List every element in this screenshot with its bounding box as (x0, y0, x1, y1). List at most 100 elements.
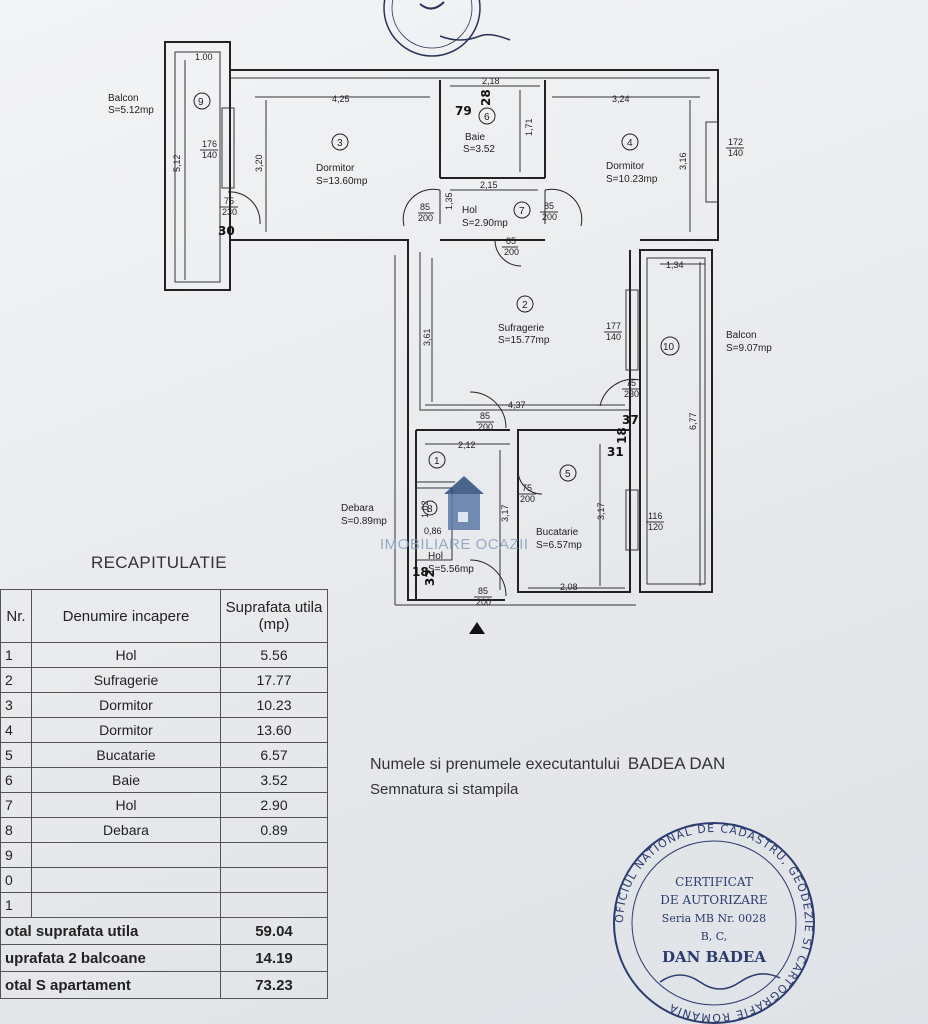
row-nr: 9 (0, 842, 32, 868)
balcon-9-name: Balcon (108, 93, 139, 104)
total-value: 59.04 (220, 917, 328, 945)
balcon-10-area: S=9.07mp (726, 343, 772, 354)
svg-text:230: 230 (624, 389, 639, 399)
baie-name: Baie (465, 132, 485, 143)
room-num-6: 6 (478, 107, 496, 125)
svg-text:85: 85 (544, 201, 554, 211)
watermark-text: IMOBILIARE OCAZII (380, 536, 529, 553)
room-num-1: 1 (428, 451, 446, 469)
svg-text:CERTIFICAT: CERTIFICAT (675, 875, 753, 889)
row-value: 6.57 (220, 742, 328, 768)
row-value (220, 842, 328, 868)
walls (164, 41, 719, 606)
row-name (31, 842, 221, 868)
debara-name: Debara (341, 503, 374, 514)
room-num-9: 9 (193, 92, 211, 110)
svg-text:200: 200 (418, 213, 433, 223)
hol-7-area: S=2.90mp (462, 218, 508, 229)
svg-text:75: 75 (522, 483, 532, 493)
svg-text:3: 3 (337, 138, 343, 149)
bucatarie-area: S=6.57mp (536, 540, 582, 551)
row-value (220, 867, 328, 893)
dim-2-08: 2,08 (560, 582, 578, 592)
row-nr: 0 (0, 867, 32, 893)
svg-text:177: 177 (606, 321, 621, 331)
table-row: 1 (0, 892, 328, 918)
row-nr: 1 (0, 642, 32, 668)
executant-label: Numele si prenumele executantului (370, 756, 620, 773)
balcon-10-name: Balcon (726, 330, 757, 341)
svg-text:140: 140 (606, 332, 621, 342)
svg-text:230: 230 (222, 207, 237, 217)
dim-1-71: 1,71 (524, 118, 534, 136)
watermark-house-icon (444, 476, 484, 530)
svg-text:32: 32 (423, 569, 437, 586)
balcon-9-area: S=5.12mp (108, 105, 154, 116)
dim-5-12: 5,12 (172, 154, 182, 172)
svg-text:200: 200 (542, 212, 557, 222)
room-num-3: 3 (331, 133, 349, 151)
svg-text:140: 140 (728, 148, 743, 158)
recap-header-row: Nr. Denumire incapere Suprafata utila (m… (0, 589, 328, 643)
dormitor-4-area: S=10.23mp (606, 174, 658, 185)
svg-text:18: 18 (412, 565, 429, 579)
row-name: Hol (31, 642, 221, 668)
dim-2-12: 2,12 (458, 440, 476, 450)
svg-text:200: 200 (476, 597, 491, 607)
row-name: Debara (31, 817, 221, 843)
dim-4-25: 4,25 (332, 94, 350, 104)
svg-text:Seria MB Nr. 0028: Seria MB Nr. 0028 (662, 912, 766, 925)
total-label: otal suprafata utila (0, 917, 221, 945)
row-value: 10.23 (220, 692, 328, 718)
row-nr: 3 (0, 692, 32, 718)
svg-text:7: 7 (519, 206, 525, 217)
dim-0-86: 0,86 (424, 526, 442, 536)
bucatarie-name: Bucatarie (536, 527, 579, 538)
dim-3-61: 3,61 (422, 328, 432, 346)
entrance-arrow-icon (469, 622, 485, 634)
dim-3-17-a: 3,17 (500, 504, 510, 522)
svg-text:28: 28 (479, 89, 493, 106)
svg-text:85: 85 (420, 202, 430, 212)
sufragerie-name: Sufragerie (498, 323, 545, 334)
row-name (31, 867, 221, 893)
svg-text:116: 116 (648, 511, 662, 521)
dim-1-34: 1,34 (666, 260, 684, 270)
dimension-labels: 1.00 4,25 2,18 3,24 5,12 3,20 1,71 3,16 … (172, 52, 698, 592)
svg-text:172: 172 (728, 137, 743, 147)
row-name: Dormitor (31, 692, 221, 718)
row-name: Sufragerie (31, 667, 221, 693)
total-value: 14.19 (220, 944, 328, 972)
svg-text:2: 2 (522, 300, 528, 311)
row-name: Hol (31, 792, 221, 818)
row-value: 3.52 (220, 767, 328, 793)
svg-text:1: 1 (434, 456, 440, 467)
svg-text:176: 176 (202, 139, 217, 149)
room-num-10: 10 (660, 336, 680, 356)
dim-3-17-b: 3,17 (596, 502, 606, 520)
row-nr: 8 (0, 817, 32, 843)
recap-table: Nr. Denumire incapere Suprafata utila (m… (0, 589, 328, 999)
row-nr: 1 (0, 892, 32, 918)
row-nr: 6 (0, 767, 32, 793)
room-numbers: 9 3 6 4 7 2 10 1 5 8 (193, 92, 680, 516)
table-row: 0 (0, 867, 328, 893)
table-row: 9 (0, 842, 328, 868)
svg-text:75: 75 (224, 196, 234, 206)
dim-3-20: 3,20 (254, 154, 264, 172)
header-nr: Nr. (0, 589, 32, 643)
